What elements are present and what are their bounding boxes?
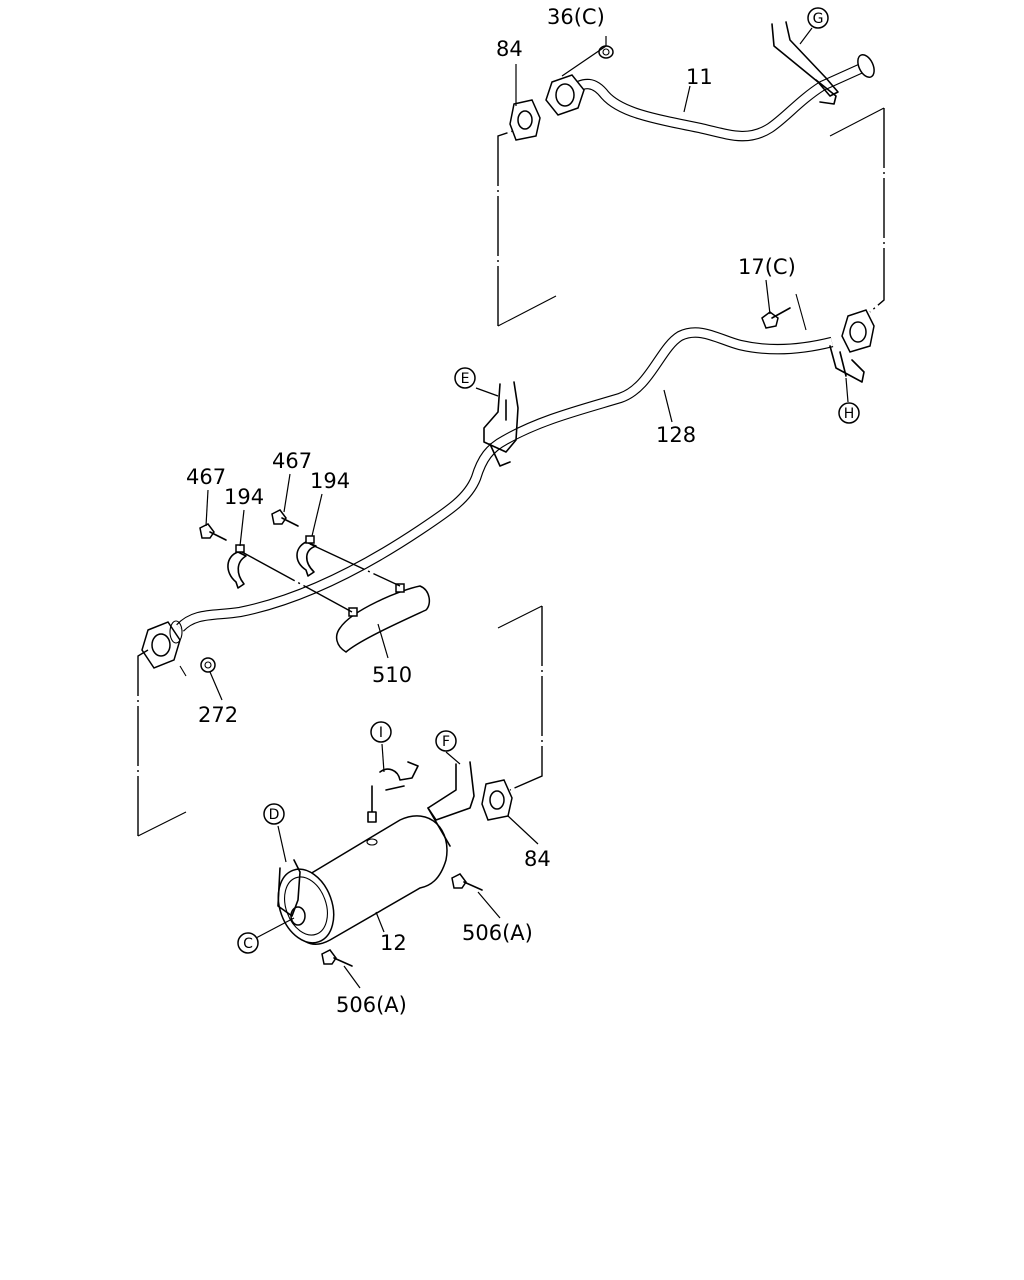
svg-text:I: I: [379, 725, 383, 741]
label-84-top: 84: [496, 37, 523, 61]
bolt-467-b: [271, 509, 299, 527]
label-194-a: 194: [224, 485, 264, 509]
label-36c: 36(C): [547, 5, 605, 29]
bolt-467-a: [199, 523, 227, 541]
muffler-12: [277, 761, 475, 945]
ref-f: F: [435, 730, 457, 752]
bolt-17c: [761, 307, 791, 329]
label-194-b: 194: [310, 469, 350, 493]
label-510: 510: [372, 663, 412, 687]
label-11: 11: [686, 65, 713, 89]
ref-g: G: [807, 7, 829, 29]
svg-text:H: H: [844, 406, 855, 422]
label-128: 128: [656, 423, 696, 447]
pipe-128: [141, 309, 875, 669]
label-84-bottom: 84: [524, 847, 551, 871]
leaders: [205, 27, 849, 989]
ref-i: I: [370, 721, 392, 743]
bolt-506a-right: [451, 873, 483, 891]
svg-text:C: C: [243, 936, 253, 952]
svg-text:E: E: [461, 371, 470, 387]
phantom-lines: [137, 107, 885, 837]
gasket-84-bottom: [481, 779, 513, 821]
clamp-194-b: [296, 535, 317, 577]
svg-text:D: D: [269, 807, 280, 823]
ref-d: D: [263, 803, 285, 825]
svg-text:G: G: [813, 11, 824, 27]
nut-36c: [598, 45, 614, 59]
label-17c: 17(C): [738, 255, 796, 279]
bolt-506a-bottom: [321, 949, 353, 967]
ref-e: E: [454, 367, 476, 389]
svg-text:F: F: [442, 734, 450, 750]
clamp-194-a: [227, 544, 247, 589]
label-506a-bottom: 506(A): [336, 993, 407, 1017]
label-272: 272: [198, 703, 238, 727]
nut-272: [200, 657, 216, 673]
label-506a-right: 506(A): [462, 921, 533, 945]
label-467-b: 467: [272, 449, 312, 473]
label-467-a: 467: [186, 465, 226, 489]
gasket-84-top: [509, 99, 541, 141]
callout-labels: 11 36(C) 84 17(C) 128 467 194 467 194 51…: [186, 5, 796, 1017]
heat-shield-510: [335, 583, 431, 653]
ref-h: H: [838, 402, 860, 424]
label-12: 12: [380, 931, 407, 955]
pipe-11: [545, 21, 875, 142]
ref-c: C: [237, 932, 259, 954]
